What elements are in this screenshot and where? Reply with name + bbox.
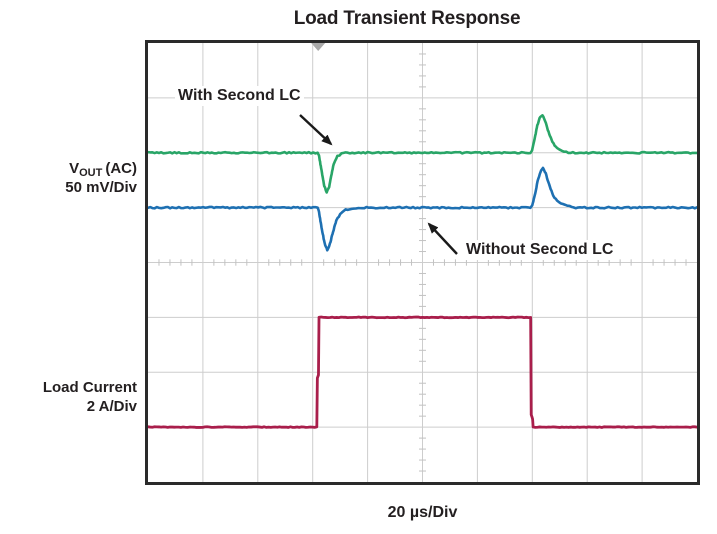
vout-subscript: OUT <box>79 167 103 179</box>
load-current-scale-label: 2 A/Div <box>86 398 137 415</box>
trigger-marker <box>311 43 326 51</box>
arrow-without-second-lc <box>427 222 458 255</box>
vout-axis-label: VOUT(AC) 50 mV/Div <box>0 159 137 197</box>
trace-with-second-lc <box>148 114 697 194</box>
annotation-without-second-lc: Without Second LC <box>463 240 617 260</box>
vout-symbol: V <box>69 160 80 177</box>
grid-and-traces <box>148 43 697 482</box>
vout-scale-label: 50 mV/Div <box>65 179 137 196</box>
arrow-with-second-lc <box>299 114 333 146</box>
vout-axis-label-line1: VOUT(AC) <box>0 159 137 179</box>
scope-canvas <box>148 43 697 482</box>
annotation-with-second-lc: With Second LC <box>175 86 304 106</box>
scope-grid: With Second LC Without Second LC <box>145 40 700 485</box>
load-current-axis-label: Load Current 2 A/Div <box>0 378 137 416</box>
time-axis-label: 20 µs/Div <box>387 504 458 521</box>
trace-load-current <box>148 315 697 429</box>
load-current-name: Load Current <box>42 379 137 396</box>
chart-title: Load Transient Response <box>293 8 521 29</box>
vout-ac-suffix: (AC) <box>105 160 137 177</box>
annotation-arrows <box>299 114 458 255</box>
trace-without-second-lc <box>148 166 697 252</box>
